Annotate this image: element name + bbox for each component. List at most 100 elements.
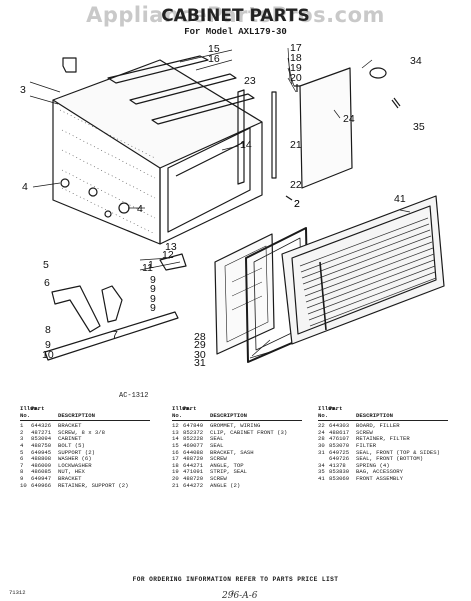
callout: 2 <box>294 198 300 210</box>
part-description: BOARD, FILLER <box>356 422 400 430</box>
illus-number: 14 <box>172 435 179 443</box>
col-header-part: Part <box>329 405 343 412</box>
part-description: BRACKET <box>58 422 82 430</box>
illus-number: 1 <box>20 422 24 430</box>
diagram-title: CABINET PARTS <box>161 6 310 26</box>
handwritten-note: 296-A-6 <box>222 591 258 601</box>
callout: 34 <box>410 55 422 67</box>
illus-number: 34 <box>318 461 325 469</box>
callout: 9 <box>150 283 156 295</box>
filler-board <box>299 67 353 189</box>
part-description: LOCKWASHER <box>58 461 92 469</box>
part-number: 853094 <box>31 435 52 443</box>
header-rule <box>20 420 150 422</box>
callout: 2 <box>294 198 300 210</box>
part-number: 476107 <box>329 435 350 443</box>
part-description: CABINET <box>58 435 82 443</box>
part-number: 644088 <box>183 448 204 456</box>
callout: 9 <box>150 293 156 305</box>
part-description: NUT, HEX <box>58 468 85 476</box>
ordering-note: FOR ORDERING INFORMATION REFER TO PARTS … <box>132 576 339 583</box>
part-description: BRACKET <box>58 474 82 482</box>
illus-number: 22 <box>318 422 325 430</box>
part-number: 486009 <box>31 461 52 469</box>
part-number: 852372 <box>183 428 204 436</box>
col-header-desc: DESCRIPTION <box>58 411 95 419</box>
illus-number: 24 <box>318 428 325 436</box>
part-number: 644272 <box>183 481 204 489</box>
callout: 9 <box>150 302 156 314</box>
part-description: SUPPORT (2) <box>58 448 95 456</box>
illus-number: 31 <box>318 448 325 456</box>
illus-number: 17 <box>172 455 179 463</box>
part-description: RETAINER, SUPPORT (2) <box>58 481 129 489</box>
illus-number: 6 <box>20 455 24 463</box>
header-rule <box>318 420 448 422</box>
callout: 23 <box>244 75 256 87</box>
part-number: 488720 <box>183 455 204 463</box>
callout: 8 <box>45 324 51 336</box>
callout: 22 <box>290 179 302 191</box>
callout: 10 <box>42 349 54 361</box>
part-description: ANGLE (2) <box>210 481 241 489</box>
part-number: 644303 <box>329 422 350 430</box>
callout: 11 <box>142 262 153 274</box>
callout: 1 <box>148 259 154 271</box>
illus-number: 15 <box>172 441 179 449</box>
table-row: 22 644303 BOARD, FILLER <box>318 423 448 430</box>
illus-number: 20 <box>172 474 179 482</box>
illus-number: 13 <box>172 428 179 436</box>
part-description: SEAL, FRONT (BOTTOM) <box>356 455 424 463</box>
col-header-no: No. <box>172 411 183 419</box>
illus-number: 30 <box>318 441 325 449</box>
col-header-illus: Illus. <box>172 405 193 412</box>
illus-number: 28 <box>318 435 325 443</box>
callout: 3 <box>20 84 26 96</box>
part-description: SEAL <box>210 441 224 449</box>
col-header-illus: Illus. <box>20 405 41 412</box>
part-description: RETAINER, FILTER <box>356 435 410 443</box>
illus-number: 12 <box>172 422 179 430</box>
illus-number: 5 <box>20 448 24 456</box>
part-number: 853069 <box>329 474 350 482</box>
part-number: 649947 <box>31 474 52 482</box>
part-description: BOLT (5) <box>58 441 85 449</box>
part-description: BRACKET, SASH <box>210 448 254 456</box>
figure-code: AC-1312 <box>119 392 149 400</box>
part-description: ANGLE, TOP <box>210 461 244 469</box>
part-number: 649966 <box>31 481 52 489</box>
part-description: SPRING (4) <box>356 461 390 469</box>
illus-number: 4 <box>20 441 24 449</box>
col-header-desc: DESCRIPTION <box>356 411 393 419</box>
table-row: 28 476107 RETAINER, FILTER <box>318 436 448 443</box>
col-header-part: Part <box>31 405 45 412</box>
callout: 19 <box>290 62 302 74</box>
illus-number: 16 <box>172 448 179 456</box>
part-description: GROMMET, WIRING <box>210 422 261 430</box>
callout: 41 <box>394 193 406 205</box>
callout: 30 <box>194 349 206 361</box>
part-number: 469077 <box>183 441 204 449</box>
top-seal <box>107 55 209 84</box>
table-row: 15 469077 SEAL <box>172 441 302 450</box>
